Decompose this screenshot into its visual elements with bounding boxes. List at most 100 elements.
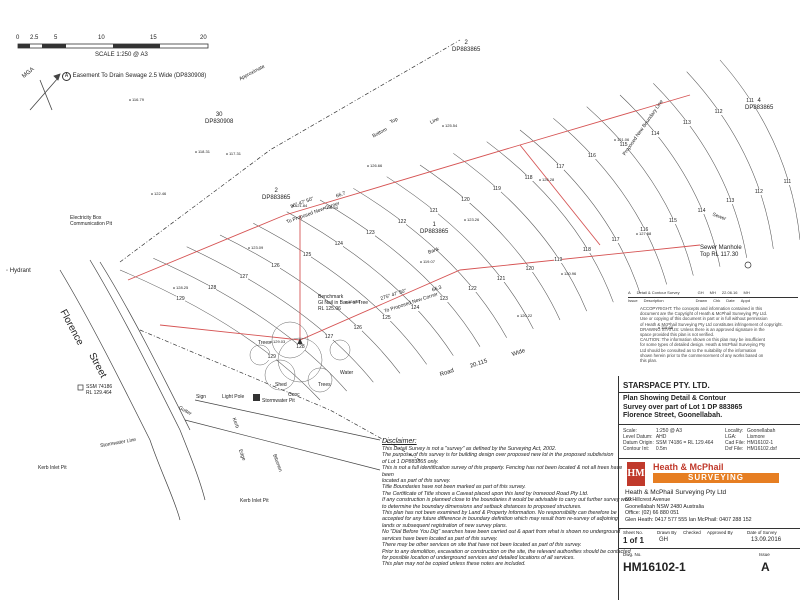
contour-line (519, 129, 641, 294)
contour-label: 111 (746, 98, 754, 105)
copyright-notes: ACCOPYRIGHT: The concepts and informatio… (640, 306, 783, 364)
disclaimer-box: Disclaimer: This Detail Survey is not a … (382, 438, 632, 568)
contour-label: 113 (682, 120, 691, 127)
contour-label: 117 (611, 237, 620, 244)
checked-label: Checked (683, 530, 701, 535)
plan-title: Plan Showing Detail & Contour Survey ove… (623, 395, 743, 419)
contour-line (319, 199, 481, 347)
contour-label: 119 (554, 256, 563, 263)
sign-label: Sign (196, 394, 207, 400)
client-name: STARSPACE PTY. LTD. (623, 381, 710, 390)
contour-line (253, 223, 427, 365)
contour-label: 129 (267, 353, 276, 360)
spot-height-label: 127.58 (639, 231, 652, 236)
sheet-no: 1 of 1 (623, 536, 644, 545)
contour-line (619, 94, 721, 267)
revision-table: A Detail & Contour Survey GH MH 22.06.16… (628, 290, 798, 303)
contour-label: 128 (207, 284, 217, 291)
date-label: Date of Survey (747, 530, 777, 535)
issue: A (761, 560, 770, 574)
contour-label: 129 (176, 295, 185, 302)
contour-label: 121 (429, 208, 438, 214)
spot-height-label: 122.46 (154, 191, 167, 196)
firm-details: Heath & McPhail Surveying Pty Ltd 60 Hil… (625, 489, 752, 523)
contour-line (286, 211, 454, 356)
shed-label: Shed (275, 382, 287, 388)
contour-label: 119 (492, 186, 501, 192)
contour-label: 122 (468, 285, 477, 292)
spot-height-label: 120.96 (564, 271, 577, 276)
contour-label: 116 (587, 153, 596, 160)
contour-line (419, 164, 561, 321)
contour-label: 114 (697, 208, 706, 214)
spot-height-dot (151, 193, 153, 195)
project-info-left: Scale:1:250 @ A3 Level Datum:AHD Datum O… (623, 428, 714, 452)
contour-label: 118 (524, 175, 533, 182)
contour-label: 125 (302, 251, 312, 258)
spot-height-dot (539, 179, 541, 181)
spot-height-dots (129, 99, 660, 343)
spot-height-label: 118.54 (326, 205, 338, 210)
firm-name-sub: SURVEYING (653, 473, 779, 483)
contour-line (453, 153, 587, 312)
spot-height-dot (292, 205, 294, 207)
contour-line (553, 118, 667, 285)
contour-line (686, 71, 774, 249)
contour-label: 124 (334, 240, 343, 247)
spot-height-dot (345, 301, 347, 303)
scale-tick-15: 15 (150, 35, 157, 41)
contour-label: 114 (651, 131, 660, 138)
scale-tick-10: 10 (98, 35, 105, 41)
contour-label: 111 (783, 178, 792, 185)
survey-date: 13.09.2016 (751, 537, 782, 543)
scale-title: SCALE 1:250 @ A3 (95, 52, 148, 58)
spot-height-dot (658, 327, 660, 329)
spot-height-label: 120.22 (520, 313, 533, 318)
title-block: STARSPACE PTY. LTD. Plan Showing Detail … (618, 376, 800, 600)
spot-height-label: 119.68 (661, 325, 673, 330)
revision-headers: Issue Description Drawn Chk Date Appd (628, 297, 798, 303)
boundary-lines (119, 39, 461, 461)
contour-label: 117 (556, 164, 565, 171)
contour-label: 115 (619, 142, 628, 149)
spot-height-label: 123.26 (467, 217, 480, 222)
contour-label: 113 (726, 198, 735, 205)
scale-tick-0: 0 (16, 35, 20, 41)
spot-height-dot (226, 153, 228, 155)
proposed-boundary (127, 94, 701, 341)
contour-line (219, 234, 401, 374)
contour-label: 127 (239, 273, 248, 280)
spot-height-label: 117.31 (229, 151, 241, 156)
spot-height-label: 126.66 (370, 163, 383, 168)
stormwater-pit-icon (253, 394, 260, 401)
contour-label: 124 (410, 305, 420, 312)
spot-height-dot (248, 247, 250, 249)
approved-label: Approved By (707, 530, 733, 535)
spot-height-dot (323, 207, 325, 209)
spot-height-dot (464, 219, 466, 221)
easement-note: A Easement To Drain Sewage 2.5 Wide (DP8… (62, 72, 206, 81)
spot-height-label: 123.09 (251, 245, 264, 250)
drawn-by: GH (659, 537, 668, 543)
north-arrow-icon (29, 73, 61, 111)
water-label: Water (340, 370, 354, 376)
contour-line (386, 176, 534, 330)
stormwater-pit-label: Stormwater Pit (262, 398, 295, 404)
hydrant-label: ◦ Hydrant (6, 268, 31, 274)
spot-height-dot (129, 99, 131, 101)
spot-height-dot (367, 165, 369, 167)
spot-height-dot (442, 125, 444, 127)
firm-name: Heath & McPhail (653, 462, 724, 472)
contour-label: 112 (754, 188, 763, 195)
spot-height-label: 116.79 (132, 97, 144, 102)
contour-label: 120 (461, 197, 470, 203)
spot-height-dot (420, 261, 422, 263)
